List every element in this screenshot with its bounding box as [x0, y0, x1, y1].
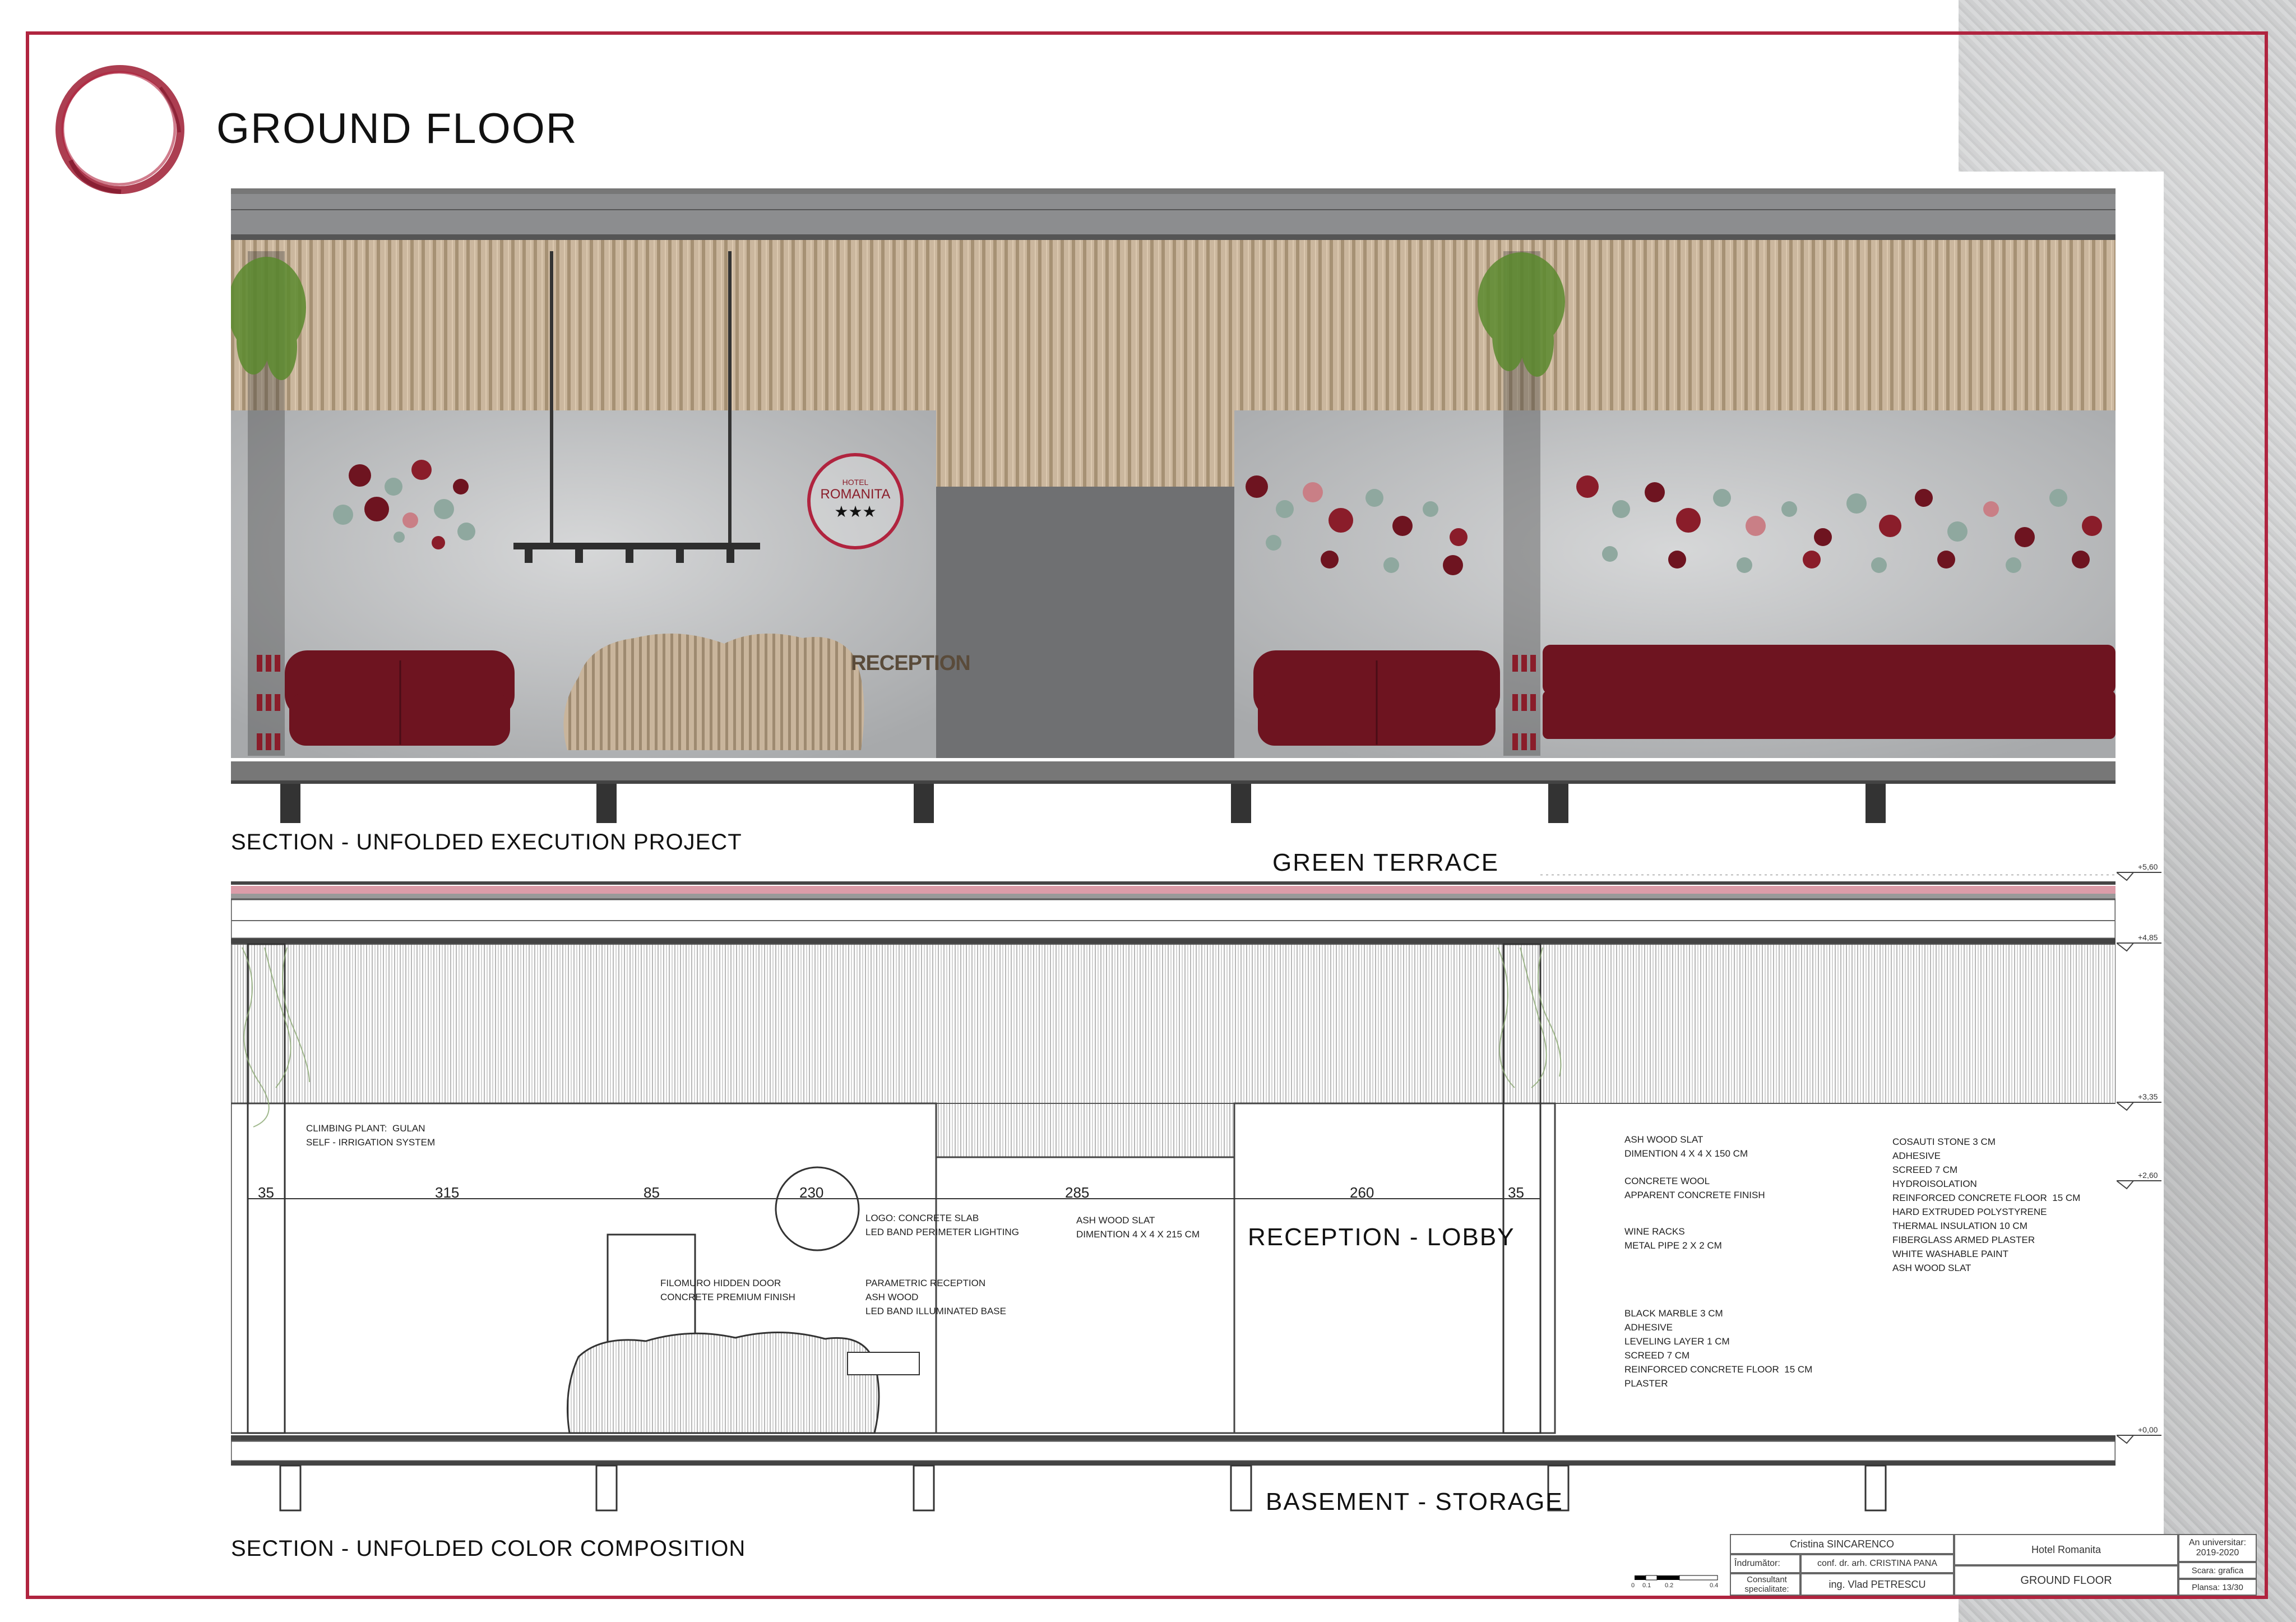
annotation-slat-tall: ASH WOOD SLAT DIMENTION 4 X 4 X 215 CM	[1076, 1215, 1200, 1240]
tb-author: Cristina SINCARENCO	[1730, 1534, 1954, 1554]
room-reception-lobby: RECEPTION - LOBBY	[1248, 1223, 1515, 1251]
dimension-label: 85	[644, 1184, 660, 1201]
dimension-label: 35	[258, 1184, 274, 1201]
annotation-door: FILOMURO HIDDEN DOOR CONCRETE PREMIUM FI…	[660, 1278, 795, 1302]
tb-project: Hotel Romanita	[1954, 1534, 2178, 1565]
wine-ring-logo-icon	[55, 65, 184, 194]
sheet-title: GROUND FLOOR	[216, 105, 578, 153]
annotation-slat: ASH WOOD SLAT DIMENTION 4 X 4 X 150 CM	[1624, 1134, 1748, 1159]
level-label: +3,35	[2138, 1092, 2158, 1101]
annotation-roof: COSAUTI STONE 3 CM ADHESIVE SCREED 7 CM …	[1892, 1136, 2081, 1273]
tb-drawing: GROUND FLOOR	[1954, 1565, 2178, 1596]
tb-year: 2019-2020	[2196, 1548, 2239, 1558]
annotation-desk: PARAMETRIC RECEPTION ASH WOOD LED BAND I…	[865, 1278, 1006, 1316]
level-label: +5,60	[2138, 862, 2158, 871]
section-drawing	[230, 874, 2120, 1536]
section-bottom-label: SECTION - UNFOLDED COLOR COMPOSITION	[231, 1536, 746, 1561]
level-label: +2,60	[2138, 1171, 2158, 1180]
annotation-concrete: CONCRETE WOOL APPARENT CONCRETE FINISH	[1624, 1176, 1765, 1200]
tb-consultant-label: Consultant specialitate:	[1730, 1573, 1800, 1596]
dimension-label: 315	[435, 1184, 460, 1201]
tb-scale-cell: Scara: grafica	[2178, 1562, 2257, 1579]
tb-scale: grafica	[2218, 1565, 2244, 1575]
tb-sheet-cell: Plansa: 13/30	[2178, 1579, 2257, 1596]
tb-consultant: ing. Vlad PETRESCU	[1800, 1573, 1954, 1596]
hotel-logo-icon: HOTEL ROMANITA ★★★	[807, 453, 904, 549]
scale-tick: 0.1	[1642, 1582, 1651, 1589]
title-block: Cristina SINCARENCO Îndrumător: conf. dr…	[1730, 1534, 2257, 1596]
sheet-frame	[26, 31, 2268, 1599]
reception-sign: RECEPTION	[851, 651, 971, 675]
tb-scale-label: Scara:	[2191, 1565, 2216, 1575]
logo-small-text: HOTEL	[842, 478, 869, 487]
room-green-terrace: GREEN TERRACE	[1272, 849, 1499, 876]
annotation-floor: BLACK MARBLE 3 CM ADHESIVE LEVELING LAYE…	[1624, 1308, 1813, 1389]
scale-bar	[1635, 1575, 1718, 1581]
annotation-racks: WINE RACKS METAL PIPE 2 X 2 CM	[1624, 1226, 1722, 1251]
level-markers	[2117, 872, 2161, 1444]
dimension-label: 260	[1350, 1184, 1374, 1201]
scale-tick: 0	[1631, 1582, 1635, 1589]
level-label: +0,00	[2138, 1425, 2158, 1434]
annotation-plant: CLIMBING PLANT: GULAN SELF - IRRIGATION …	[306, 1123, 436, 1148]
dimension-label: 285	[1065, 1184, 1090, 1201]
scale-tick: 0.4	[1710, 1582, 1719, 1589]
tb-sheet-label: Plansa:	[2192, 1582, 2220, 1592]
level-label: +4,85	[2138, 933, 2158, 942]
tb-sheet: 13/30	[2222, 1582, 2243, 1592]
dimension-label: 35	[1508, 1184, 1524, 1201]
logo-stars: ★★★	[834, 503, 877, 520]
tb-tutor-label: Îndrumător:	[1730, 1554, 1800, 1573]
tb-year-cell: An universitar: 2019-2020	[2178, 1534, 2257, 1562]
annotation-logo: LOGO: CONCRETE SLAB LED BAND PERIMETER L…	[865, 1213, 1019, 1237]
tb-year-label: An universitar:	[2188, 1538, 2247, 1547]
tb-tutor: conf. dr. arh. CRISTINA PANA	[1800, 1554, 1954, 1573]
section-render	[228, 173, 2116, 825]
dimension-label: 230	[799, 1184, 824, 1201]
section-top-label: SECTION - UNFOLDED EXECUTION PROJECT	[231, 830, 742, 854]
logo-name: ROMANITA	[820, 487, 891, 502]
scale-tick: 0.2	[1665, 1582, 1674, 1589]
room-basement-storage: BASEMENT - STORAGE	[1266, 1488, 1563, 1515]
